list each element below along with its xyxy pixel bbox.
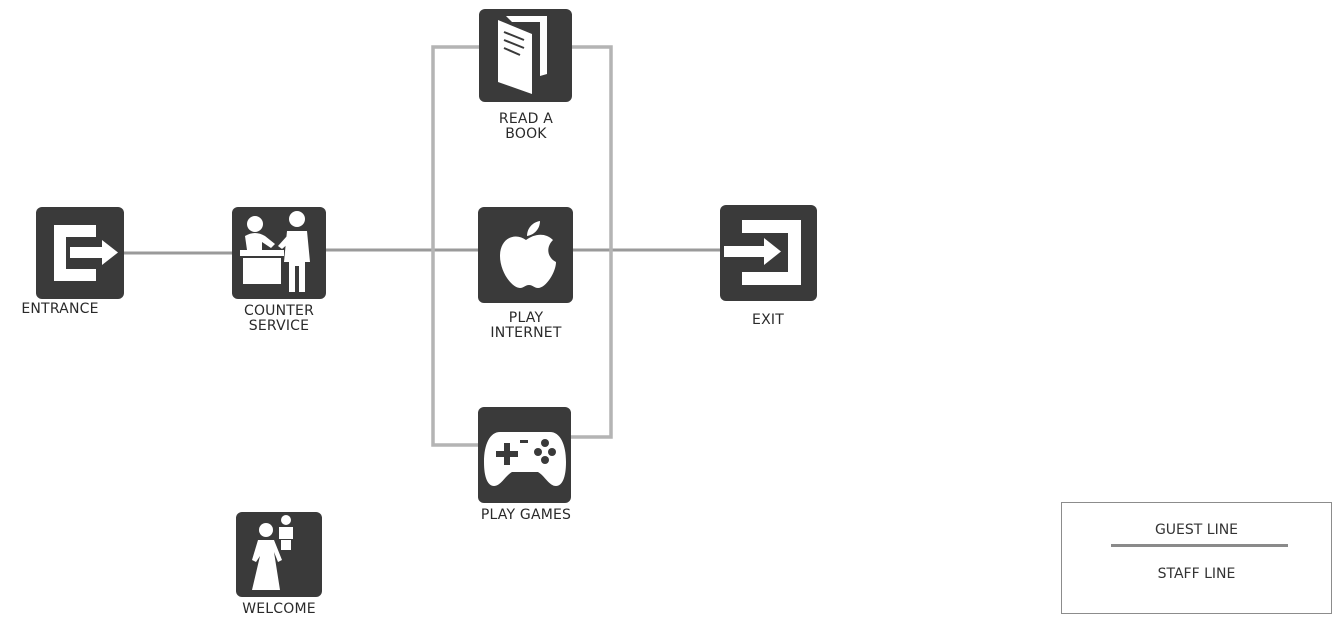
exit-label-line-1: EXIT (752, 312, 784, 328)
read-a-book-label-line-2: BOOK (505, 126, 547, 142)
staff-line-left-bracket (431, 45, 484, 447)
exit-arrow-icon (720, 205, 817, 301)
play-internet-label-line-1: PLAY (508, 310, 544, 326)
play-games-label: PLAY GAMES (456, 508, 596, 523)
counter-service-label-line-2: SERVICE (248, 318, 310, 334)
entrance-arrow-icon (36, 207, 124, 299)
welcome-label: WELCOME (219, 602, 339, 617)
counter-service-label: COUNTER SERVICE (219, 304, 339, 334)
read-a-book-label-line-1: READ A (498, 111, 554, 127)
book-icon (479, 9, 572, 102)
entrance-label-line-1: ENTRANCE (21, 301, 99, 317)
legend-guest-line-label: GUEST LINE (1154, 522, 1239, 538)
legend-guest-line-swatch (1111, 544, 1288, 547)
counter-service-icon (232, 207, 326, 299)
read-a-book-label: READ A BOOK (466, 112, 586, 142)
welcome-label-line-1: WELCOME (242, 601, 316, 617)
exit-label: EXIT (708, 313, 828, 328)
play-internet-label-line-2: INTERNET (490, 325, 562, 341)
play-games-label-line-1: PLAY GAMES (480, 507, 572, 523)
counter-service-label-line-1: COUNTER (243, 303, 315, 319)
play-internet-label: PLAY INTERNET (466, 311, 586, 341)
entrance-label: ENTRANCE (0, 302, 120, 317)
legend-box: GUEST LINE STAFF LINE (1061, 502, 1332, 614)
legend-staff-line-label: STAFF LINE (1157, 566, 1236, 582)
apple-icon (478, 207, 573, 303)
staff-line-right-bracket (568, 45, 613, 439)
gamepad-icon (478, 407, 571, 503)
connector-lines (122, 45, 724, 447)
welcome-host-icon (236, 512, 322, 597)
